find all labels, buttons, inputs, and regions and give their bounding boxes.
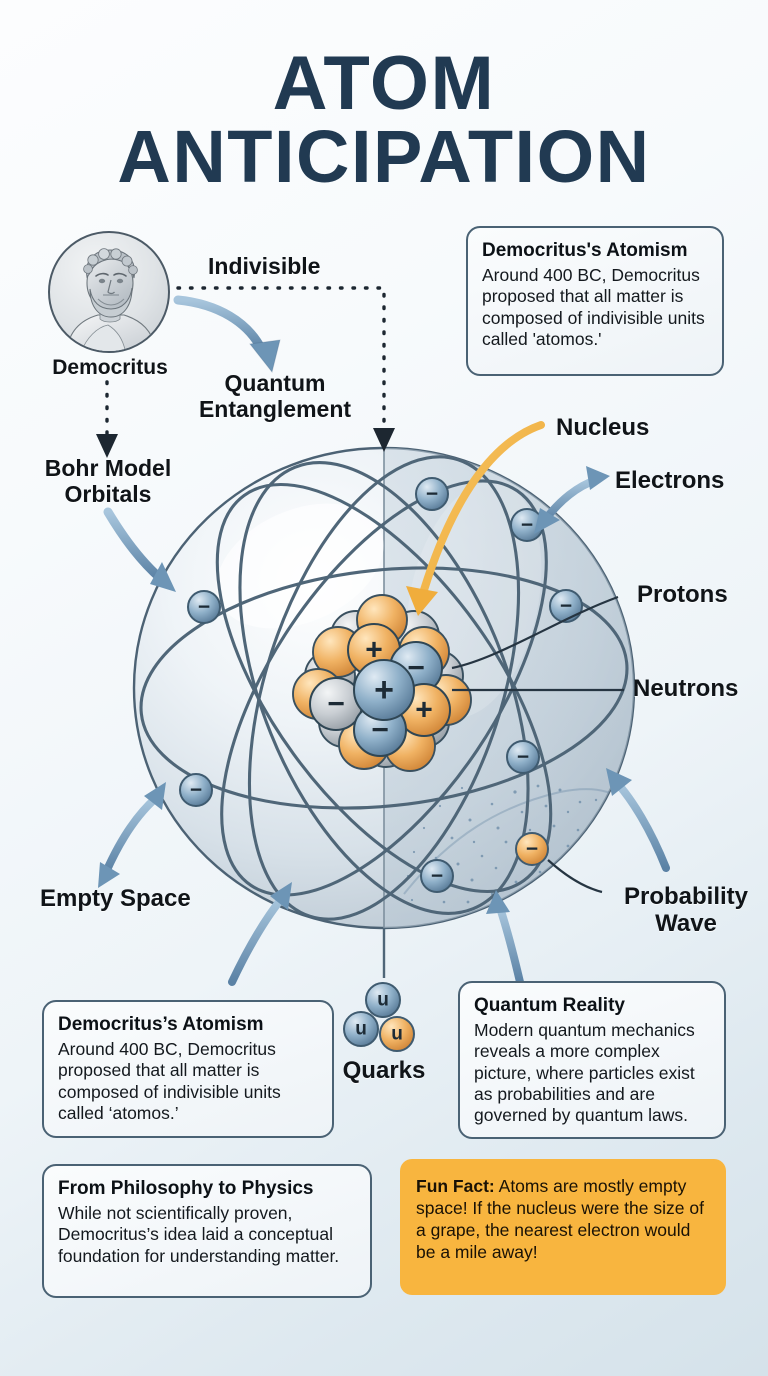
- svg-text:−: −: [190, 779, 202, 802]
- electrons-arrow: [534, 466, 610, 534]
- svg-text:+: +: [365, 634, 383, 667]
- label-protons: Protons: [637, 581, 728, 608]
- svg-text:−: −: [371, 714, 389, 747]
- svg-text:−: −: [198, 596, 210, 619]
- quantum-entanglement-arrow: [173, 295, 281, 374]
- card-atomism-bottom[interactable]: Democritus’s Atomism Around 400 BC, Demo…: [42, 1000, 334, 1138]
- label-electrons: Electrons: [615, 467, 725, 494]
- svg-text:−: −: [327, 688, 345, 721]
- probability-wave-leader-line: [547, 859, 603, 894]
- svg-text:u: u: [355, 1019, 367, 1040]
- indivisible-dotted-path: [176, 286, 395, 452]
- svg-text:+: +: [415, 694, 433, 727]
- fun-fact-lead: Fun Fact:: [416, 1176, 495, 1196]
- label-empty-space: Empty Space: [40, 885, 191, 912]
- svg-text:−: −: [526, 838, 538, 861]
- card-title: Quantum Reality: [474, 995, 625, 1016]
- page-title: ATOM ANTICIPATION: [0, 41, 768, 198]
- electron-symbols: −−− −−− −−: [190, 483, 572, 888]
- card-quantum-reality[interactable]: Quantum Reality Modern quantum mechanics…: [458, 981, 726, 1139]
- title-line-2: ANTICIPATION: [117, 114, 651, 198]
- card-atomism-top[interactable]: Democritus's Atomism Around 400 BC, Demo…: [466, 226, 724, 376]
- nucleus-cluster: + − − + − +: [292, 594, 472, 772]
- empty-space-arrow: [98, 782, 166, 888]
- card-body: Around 400 BC, Democritus proposed that …: [58, 1038, 281, 1123]
- svg-text:−: −: [517, 746, 529, 769]
- title-line-1: ATOM: [272, 41, 496, 126]
- protons-leader-line: [451, 595, 619, 670]
- svg-text:−: −: [426, 483, 438, 506]
- card-body: Around 400 BC, Democritus proposed that …: [482, 264, 705, 349]
- svg-text:+: +: [374, 671, 394, 709]
- electron-orbitals: [139, 455, 629, 921]
- label-bohr-model-orbitals: Bohr Model Orbitals: [44, 455, 172, 507]
- card-title: Democritus's Atomism: [482, 240, 688, 261]
- quantum-reality-card-arrow: [486, 890, 524, 986]
- svg-text:−: −: [407, 652, 425, 685]
- label-quantum-entanglement: Quantum Entanglement: [198, 370, 352, 422]
- card-body: While not scientifically proven, Democri…: [58, 1202, 340, 1266]
- fun-fact-text: Fun Fact: Atoms are mostly empty space! …: [416, 1175, 710, 1263]
- probability-wave-arrow-upper: [606, 768, 670, 872]
- fun-fact-body: Atoms are mostly empty space! If the nuc…: [416, 1176, 704, 1263]
- card-title: From Philosophy to Physics: [58, 1178, 314, 1199]
- label-neutrons: Neutrons: [633, 675, 739, 702]
- card-philosophy-to-physics[interactable]: From Philosophy to Physics While not sci…: [42, 1164, 372, 1298]
- svg-text:−: −: [431, 865, 443, 888]
- label-nucleus: Nucleus: [556, 414, 650, 441]
- card-fun-fact[interactable]: Fun Fact: Atoms are mostly empty space! …: [400, 1159, 726, 1295]
- svg-text:u: u: [377, 990, 389, 1011]
- label-quarks: Quarks: [342, 1057, 426, 1084]
- card-title: Democritus’s Atomism: [58, 1014, 264, 1035]
- portrait-caption: Democritus: [52, 356, 168, 379]
- svg-text:−: −: [560, 595, 572, 618]
- label-indivisible: Indivisible: [208, 253, 321, 279]
- card-body: Modern quantum mechanics reveals a more …: [474, 1019, 695, 1126]
- svg-text:−: −: [521, 514, 533, 537]
- atomism-card-arrow: [228, 882, 292, 986]
- nucleus-arrow: [406, 421, 545, 616]
- democritus-bust-icon: [66, 248, 157, 351]
- svg-text:u: u: [391, 1024, 403, 1045]
- label-probability-wave: Probability Wave: [623, 883, 749, 937]
- bohr-dotted-path: [96, 380, 118, 458]
- bohr-orbitals-arrow: [103, 507, 176, 592]
- electrons: [179, 477, 583, 893]
- democritus-portrait: [48, 231, 170, 353]
